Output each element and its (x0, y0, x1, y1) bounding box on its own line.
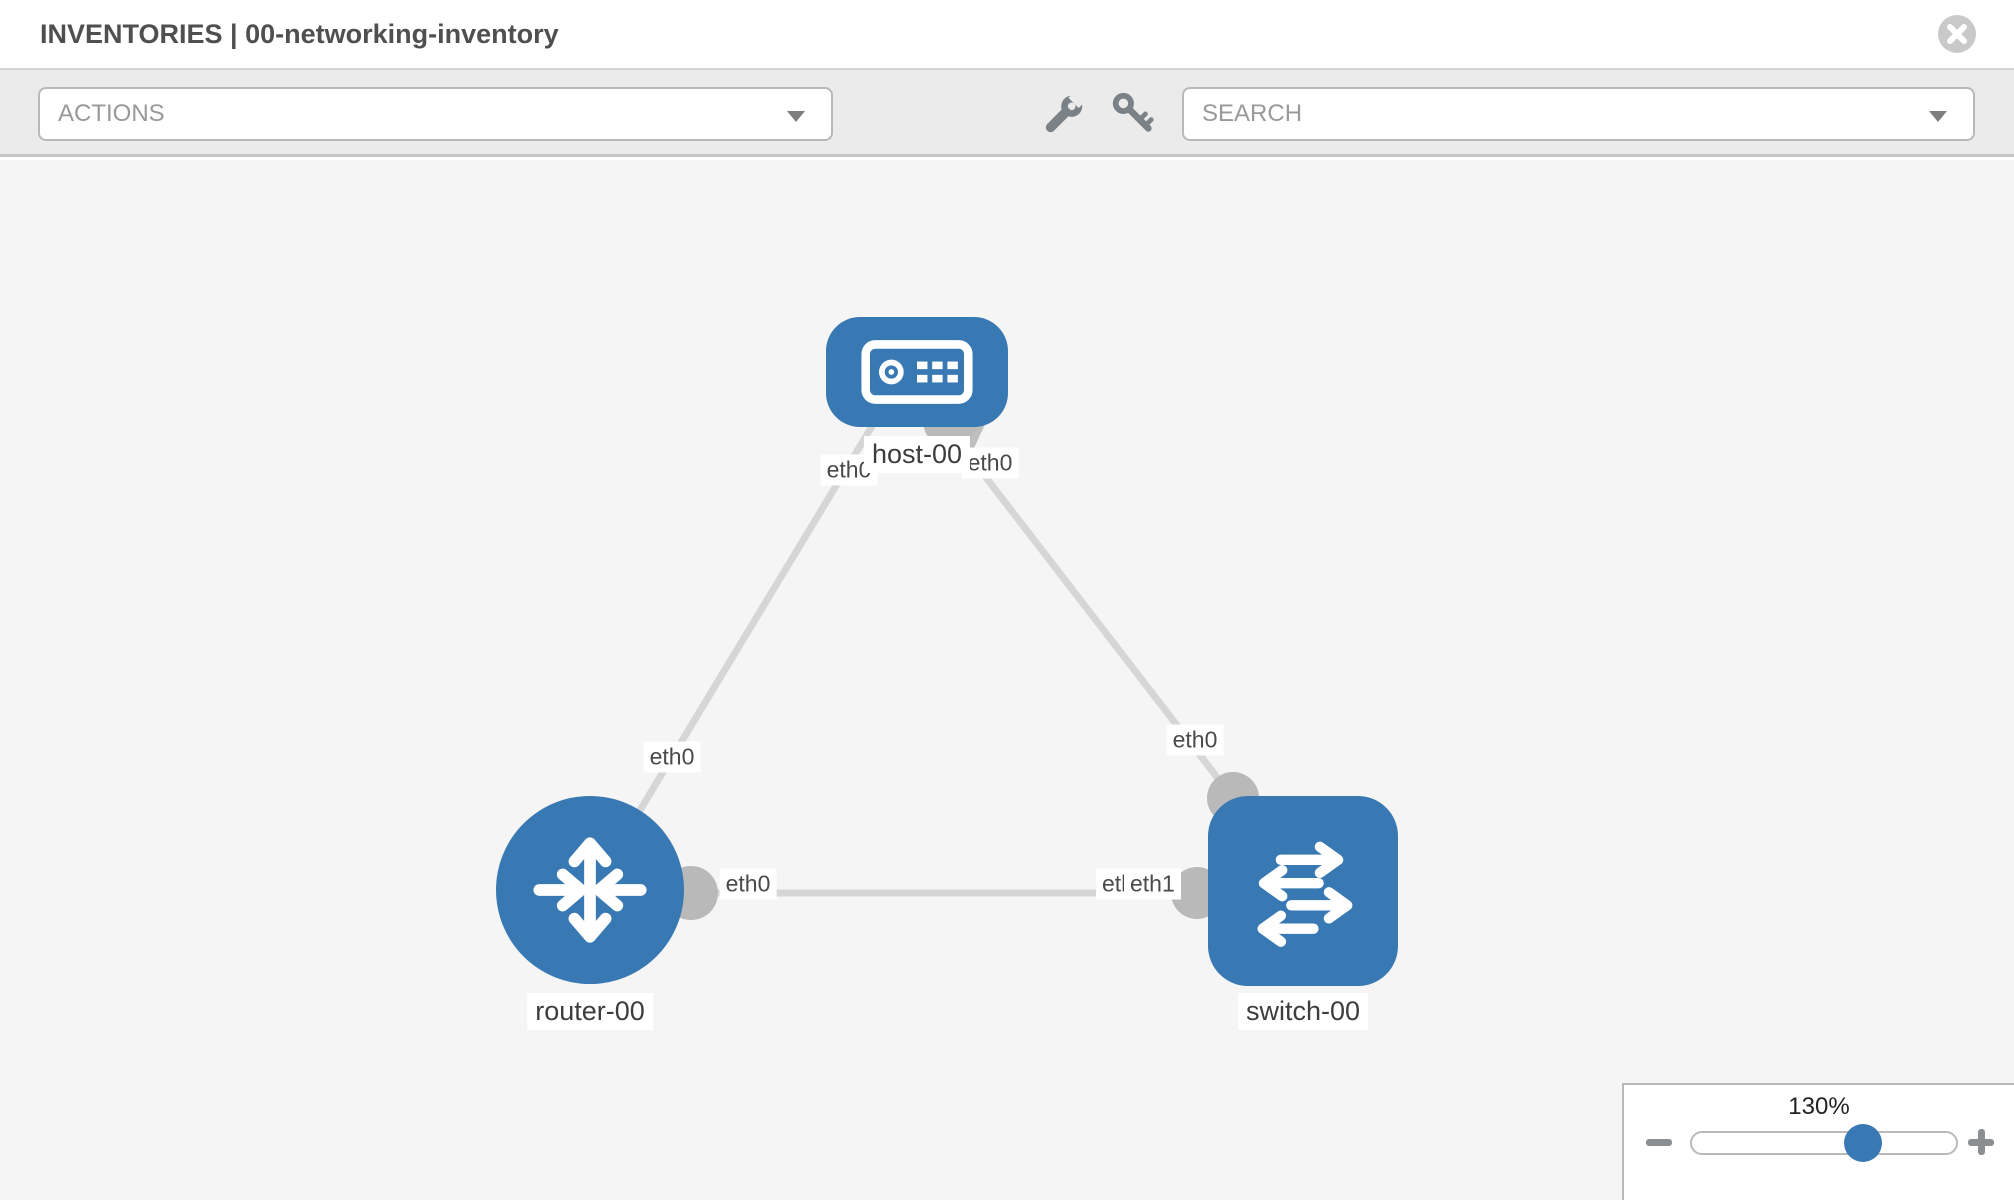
header: INVENTORIES | 00-networking-inventory (0, 0, 2014, 70)
zoom-slider-thumb[interactable] (1844, 1124, 1882, 1162)
node-router-00[interactable] (496, 796, 684, 984)
key-icon (1112, 92, 1154, 132)
minus-icon (1646, 1139, 1672, 1146)
chevron-down-icon (787, 111, 805, 122)
close-button[interactable] (1938, 15, 1976, 53)
interface-label-host-to-switch: eth0 (961, 447, 1019, 479)
links-layer (587, 394, 1259, 920)
interface-label-switch-to-host: eth0 (1166, 724, 1224, 756)
zoom-out-button[interactable] (1642, 1125, 1676, 1159)
zoom-in-button[interactable] (1964, 1125, 1998, 1159)
zoom-slider-track[interactable] (1690, 1124, 1958, 1162)
search-dropdown[interactable]: SEARCH (1182, 87, 1975, 141)
search-dropdown-label: SEARCH (1202, 100, 1303, 127)
actions-dropdown-label: ACTIONS (58, 100, 165, 127)
actions-dropdown[interactable]: ACTIONS (38, 87, 833, 141)
page-title: INVENTORIES | 00-networking-inventory (40, 19, 559, 49)
topology-canvas[interactable]: host-00 router-00 switch-00 eth0 eth0 et… (0, 160, 2014, 1200)
zoom-level: 130% (1788, 1093, 1850, 1120)
wrench-icon (1045, 91, 1086, 133)
interface-label-switch-to-router: eth1 (1124, 868, 1181, 900)
interface-label-router-to-host: eth0 (643, 741, 701, 773)
node-label-switch-00: switch-00 (1237, 993, 1369, 1030)
node-label-router-00: router-00 (527, 993, 653, 1030)
interface-label-router-to-switch: eth0 (719, 868, 777, 900)
chevron-down-icon (1929, 111, 1947, 122)
node-label-host-00: host-00 (863, 436, 971, 473)
credentials-button[interactable] (1109, 90, 1155, 136)
node-switch-00[interactable] (1208, 796, 1398, 986)
plus-icon (1978, 1129, 1985, 1155)
tools-button[interactable] (1042, 90, 1088, 136)
node-host-00[interactable] (826, 317, 1008, 427)
close-icon (1947, 24, 1967, 44)
router-icon (533, 837, 647, 943)
switch-icon (1257, 841, 1353, 947)
host-icon (861, 340, 973, 404)
zoom-panel: 130% (1622, 1083, 2014, 1200)
toolbar: ACTIONS SEARCH (0, 70, 2014, 157)
